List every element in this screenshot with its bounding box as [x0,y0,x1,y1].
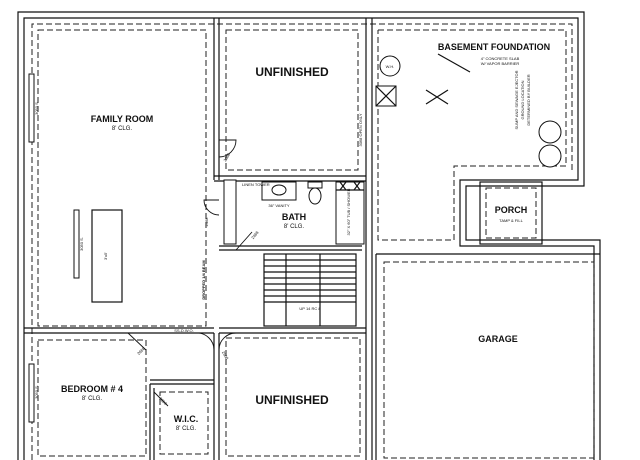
door-swings [127,139,253,407]
shower-label: 32" X 60" TUB / SHOWER [346,188,351,235]
sump-note-line2: GROUND LOCATION [520,80,525,119]
wic-label: W.I.C. [174,414,199,424]
water-heater-label: W.H. [386,64,395,69]
slab-note-line2: W/ VAPOR BARRIER [481,61,520,66]
sump-note-line3: DETERMINED BY BUILDER [526,74,531,125]
header-label: SS-D.W.O. [174,328,194,333]
opening-label: 3068 OPEN ONLY [358,113,363,146]
bath-fixtures [223,179,365,245]
window-left-bottom-label: 3050 S. [79,237,84,251]
bedroom-4-label: BEDROOM # 4 [61,384,123,394]
stairs [263,253,357,327]
bath-label: BATH [282,212,306,222]
door-bath-left-label: 2468 [204,217,209,227]
door-bedroom-right-label: 2668 [221,350,230,361]
door-bath-right-label: 2468 [250,229,260,240]
fireplace [91,209,123,303]
family-room-ceiling: 8' CLG. [112,126,132,132]
exterior-walls [17,11,601,460]
unfinished-top-label: UNFINISHED [255,65,329,79]
slab-note-leader [437,53,471,73]
beam-label: DROPPED 1/4 BEAM [201,260,206,300]
interior-walls [24,18,600,460]
stairs-label: UP 14 RC 8 [299,306,321,311]
unfinished-bottom-label: UNFINISHED [255,393,329,407]
porch-note: TAMP & FILL [499,218,523,223]
sump-pits [538,120,562,168]
basement-foundation-label: BASEMENT FOUNDATION [438,42,550,52]
garage-label: GARAGE [478,334,518,344]
door-wic-label: 2068 [158,396,168,406]
fireplace-label: 3'x5' [103,252,108,260]
family-room-label: FAMILY ROOM [91,114,154,124]
porch [479,181,543,245]
window-left-top-label: 3050 S. [34,101,39,115]
bedroom-4-ceiling: 8' CLG. [82,396,102,402]
bath-ceiling: 8' CLG. [284,224,304,230]
window-bedroom-label: 3050 S. [34,385,39,399]
wic-ceiling: 8' CLG. [176,426,196,432]
door-bedroom-label: 2668 [136,345,146,355]
porch-label: PORCH [495,205,528,215]
vanity-label: 36" VANITY [268,203,289,208]
slab-note-line1: 4" CONCRETE SLAB [481,56,520,61]
sump-note-line1: SUMP AND SEWAGE EJECTOR [514,70,519,129]
windows [28,73,80,423]
door-family-label: 2668 [222,151,231,162]
mechanical [375,55,449,107]
linen-tower-label: LINEN TOWER [242,182,270,187]
room-outlines [37,29,595,459]
